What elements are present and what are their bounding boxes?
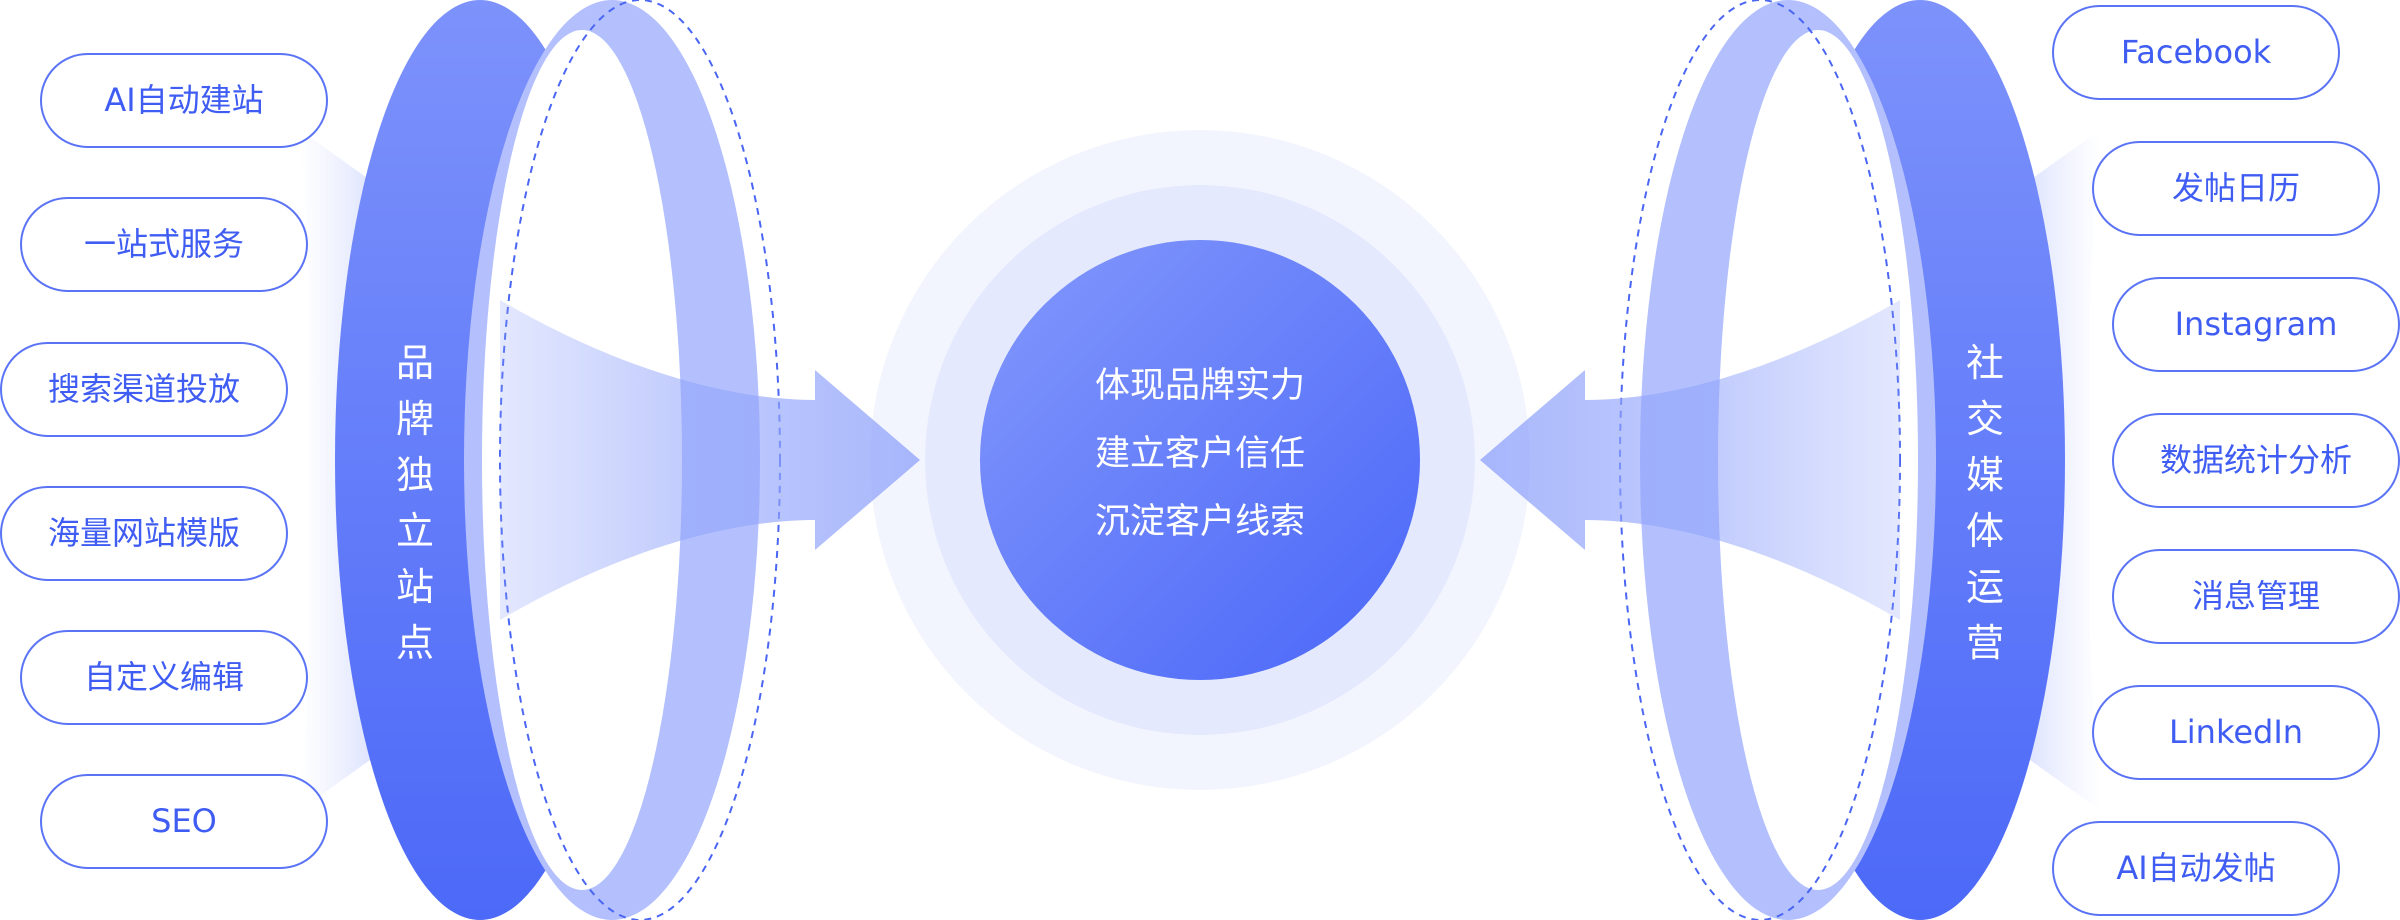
center-line: 体现品牌实力	[1094, 366, 1305, 406]
left-feature-pill: 海量网站模版	[0, 486, 288, 581]
right-ring-title-char: 运	[1965, 565, 2004, 609]
right-ring-title-char: 社	[1965, 341, 2004, 385]
left-ring-title-char: 站	[395, 565, 434, 609]
left-ring-title-char: 立	[395, 509, 434, 553]
left-ring-title-char: 独	[395, 453, 434, 497]
right-feature-pill: AI自动发帖	[2052, 821, 2340, 916]
center-line: 建立客户信任	[1094, 434, 1305, 474]
right-feature-pill: 消息管理	[2112, 549, 2400, 644]
left-arrow	[500, 300, 920, 620]
left-feature-pill: 自定义编辑	[20, 630, 308, 725]
right-feature-pill: Instagram	[2112, 277, 2400, 372]
right-ring-title-char: 营	[1965, 621, 2004, 665]
right-ring-title-char: 媒	[1965, 453, 2004, 497]
right-feature-pill: 发帖日历	[2092, 141, 2380, 236]
left-feature-pill: AI自动建站	[40, 53, 328, 148]
right-ring-title-char: 体	[1965, 509, 2004, 553]
right-ring-title: 社 交 媒 体 运 营	[1955, 335, 2015, 671]
right-ring-title-char: 交	[1965, 397, 2004, 441]
left-ring-title-char: 牌	[395, 397, 434, 441]
left-ring-title-char: 点	[395, 621, 434, 665]
left-ring-title-char: 品	[395, 341, 434, 385]
center-statement: 体现品牌实力 建立客户信任 沉淀客户线索	[980, 352, 1420, 556]
right-feature-pill: LinkedIn	[2092, 685, 2380, 780]
left-feature-pill: SEO	[40, 774, 328, 869]
right-feature-pill: 数据统计分析	[2112, 413, 2400, 508]
left-feature-pill: 搜索渠道投放	[0, 342, 288, 437]
left-feature-pill: 一站式服务	[20, 197, 308, 292]
right-feature-pill: Facebook	[2052, 5, 2340, 100]
left-ring-title: 品 牌 独 立 站 点	[385, 335, 445, 671]
center-core	[980, 240, 1420, 680]
center-line: 沉淀客户线索	[1094, 502, 1305, 542]
right-arrow	[1480, 300, 1900, 620]
